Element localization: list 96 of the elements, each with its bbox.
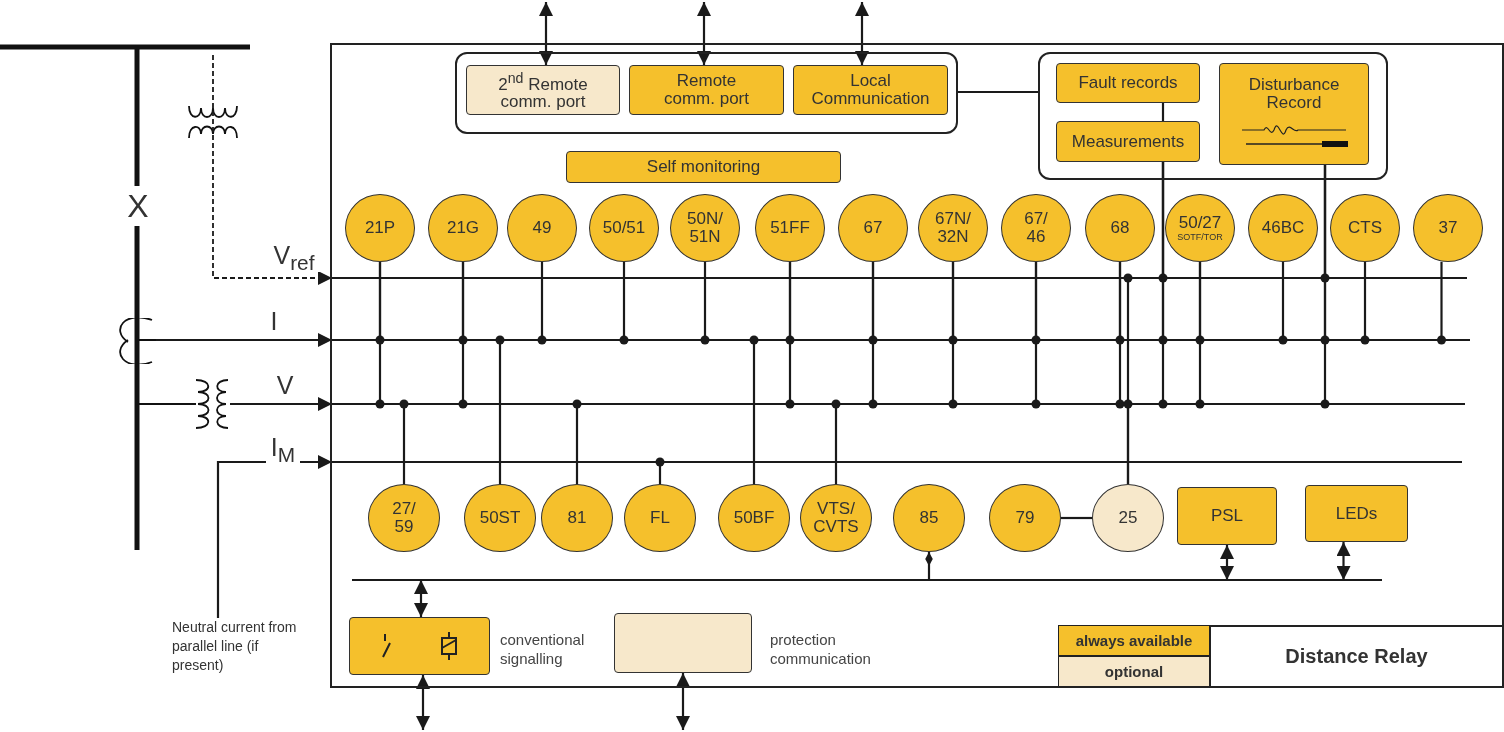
node-label: 21P: [364, 219, 396, 237]
node-label: 68: [1110, 219, 1130, 237]
node-label: Remote comm. port: [663, 72, 750, 108]
connector-line: [399, 399, 409, 484]
legend-label: optional: [1104, 663, 1164, 680]
double-arrow: [676, 673, 690, 730]
node-label: 50ST: [479, 509, 521, 527]
arrow: [212, 54, 333, 285]
node-label: Fault records: [1078, 74, 1178, 92]
connector-line: [925, 552, 933, 580]
connector-line: [1360, 262, 1370, 345]
node-label: Disturbance Record: [1247, 76, 1341, 112]
node-label: 81: [567, 509, 587, 527]
node-label: 67/ 46: [1023, 210, 1049, 246]
note-text: Neutral current from parallel line (if present): [172, 618, 307, 678]
connector-line: [1320, 165, 1330, 409]
node-label: 2$^{nd}$ Remote comm. port: [497, 68, 589, 112]
function-box: [1056, 63, 1200, 103]
node-label: 50BF: [733, 509, 775, 527]
double-arrow: [414, 580, 428, 617]
connector-line: [1195, 262, 1205, 409]
node-label: 21G: [446, 219, 480, 237]
connector-line: [831, 399, 841, 484]
double-arrow: [1336, 542, 1351, 580]
side-caption: conventional signalling: [500, 630, 586, 668]
signal-bus-line: [332, 277, 1467, 279]
connector-line: [458, 262, 468, 409]
connector-line: [1123, 399, 1133, 484]
function-box: [349, 617, 490, 675]
node-label: 85: [919, 509, 939, 527]
node-label: SOTF/TOR: [1177, 232, 1223, 242]
connector-line: [537, 262, 547, 345]
function-box: [1219, 63, 1369, 165]
node-label: FL: [650, 509, 670, 527]
group-frame: [455, 52, 958, 134]
double-arrow: [539, 2, 553, 65]
node-label: 37: [1438, 219, 1458, 237]
voltage-transformer-icon: [194, 378, 230, 430]
function-box: [614, 613, 752, 673]
connector-line: [375, 262, 385, 409]
function-box: [466, 65, 620, 115]
node-label: 46BC: [1261, 219, 1305, 237]
node-label: VTS/ CVTS: [813, 500, 859, 536]
node-label: Measurements: [1071, 132, 1185, 151]
connector-line: [1115, 262, 1125, 409]
node-label: 79: [1015, 509, 1035, 527]
function-box: [1177, 487, 1277, 545]
connector-line: [948, 262, 958, 409]
node-label: LEDs: [1335, 504, 1378, 523]
arrow: [230, 397, 332, 411]
connector-line: [958, 90, 1038, 94]
double-arrow: [697, 2, 711, 65]
side-caption: protection communication: [770, 630, 872, 668]
connector-line: [1158, 162, 1168, 409]
connector-line: [619, 262, 629, 345]
legend-label: always available: [1075, 632, 1193, 649]
node-label: 27/ 59: [391, 500, 417, 536]
function-box: [629, 65, 784, 115]
diagram-title: Distance Relay: [1285, 645, 1428, 668]
signal-bus-line: [352, 579, 1382, 581]
arrow: [156, 333, 332, 347]
node-label: Self monitoring: [646, 158, 761, 176]
double-arrow: [1220, 545, 1234, 580]
function-box: [1056, 121, 1200, 162]
node-label: 49: [532, 219, 552, 237]
node-label: 25: [1118, 509, 1138, 527]
connector-line: [1061, 516, 1092, 520]
double-arrow: [416, 675, 430, 730]
connector-line: [1278, 262, 1288, 345]
node-label: PSL: [1210, 507, 1244, 525]
function-box: [566, 151, 841, 183]
connector-line: [495, 335, 505, 484]
node-label: Local Communication: [810, 72, 931, 108]
node-label: CTS: [1348, 219, 1382, 237]
connector-line: [749, 335, 759, 484]
node-label: 50/27: [1178, 214, 1222, 232]
signal-bus-line: [332, 461, 1462, 463]
function-box: [793, 65, 948, 115]
node-label: 67N/ 32N: [934, 210, 972, 246]
node-label: 50/51: [602, 219, 646, 237]
connector-line: [572, 399, 582, 484]
group-frame: [1038, 52, 1388, 180]
connector-line: [1437, 262, 1446, 345]
node-label: 51FF: [770, 219, 810, 237]
connector-line: [700, 262, 710, 345]
node-label: 50N/ 51N: [686, 210, 724, 246]
node-label: 67: [863, 219, 883, 237]
connector-line: [785, 262, 795, 409]
connector-line: [1161, 103, 1165, 121]
connector-line: [655, 457, 665, 484]
double-arrow: [855, 2, 869, 65]
signal-bus-line: [332, 339, 1470, 341]
signal-bus-line: [332, 403, 1465, 405]
connector-line: [868, 262, 878, 409]
connector-line: [1031, 262, 1041, 409]
function-box: [1305, 485, 1408, 542]
